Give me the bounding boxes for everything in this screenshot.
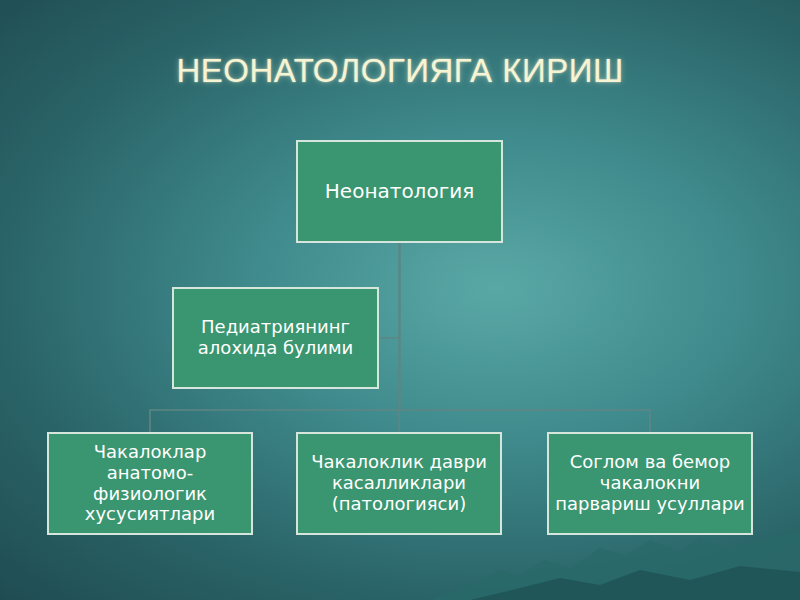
connector-line [150, 243, 400, 432]
box-label: Неонатология [325, 180, 474, 203]
process-box: Чакалоклик даври касалликлари (патология… [296, 432, 502, 535]
box-label: Чакалоклар анатомо- физиологик хусусиятл… [55, 442, 245, 526]
connector-line [400, 243, 651, 432]
process-box: Педиатриянинг алохида булими [172, 287, 379, 389]
mountain-shape [430, 530, 800, 600]
box-label: Соглом ва бемор чакалокни парвариш усулл… [555, 452, 745, 515]
box-label: Чакалоклик даври касалликлари (патология… [304, 452, 494, 515]
process-box: Чакалоклар анатомо- физиологик хусусиятл… [47, 432, 253, 535]
box-label: Педиатриянинг алохида булими [180, 317, 371, 359]
mountain-shape [470, 566, 800, 600]
slide-title: НЕОНАТОЛОГИЯГА КИРИШ [0, 52, 800, 90]
process-box: Соглом ва бемор чакалокни парвариш усулл… [547, 432, 753, 535]
process-box: Неонатология [296, 140, 503, 243]
connector-line [379, 243, 400, 338]
